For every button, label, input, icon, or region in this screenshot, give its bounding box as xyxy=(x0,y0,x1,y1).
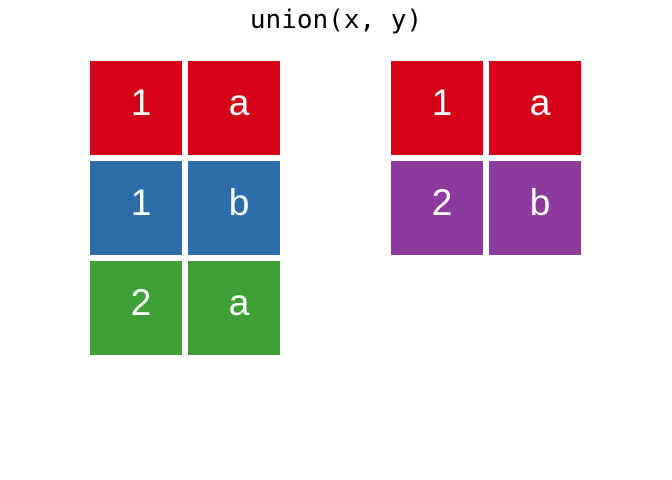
table-cell-label: 2 xyxy=(130,281,152,323)
right-table: 1 a 2 b xyxy=(391,61,581,255)
table-cell-label: b xyxy=(228,181,250,223)
page-title: union(x, y) xyxy=(249,5,423,35)
table-cell: a xyxy=(188,261,280,355)
table-cell-label: b xyxy=(529,181,551,223)
table-cell: 1 xyxy=(90,61,182,155)
left-table: 1 a 1 b 2 a xyxy=(90,61,280,355)
table-cell-label: 1 xyxy=(431,81,453,123)
table-cell: a xyxy=(188,61,280,155)
table-cell: 2 xyxy=(90,261,182,355)
table-cell: b xyxy=(489,161,581,255)
table-cell: 1 xyxy=(90,161,182,255)
table-cell: b xyxy=(188,161,280,255)
table-cell-label: 1 xyxy=(130,181,152,223)
table-cell-label: a xyxy=(529,81,551,123)
table-cell-label: 2 xyxy=(431,181,453,223)
table-cell-label: a xyxy=(228,281,250,323)
table-cell-label: a xyxy=(228,81,250,123)
table-cell: 2 xyxy=(391,161,483,255)
table-cell-label: 1 xyxy=(130,81,152,123)
table-cell: a xyxy=(489,61,581,155)
table-cell: 1 xyxy=(391,61,483,155)
